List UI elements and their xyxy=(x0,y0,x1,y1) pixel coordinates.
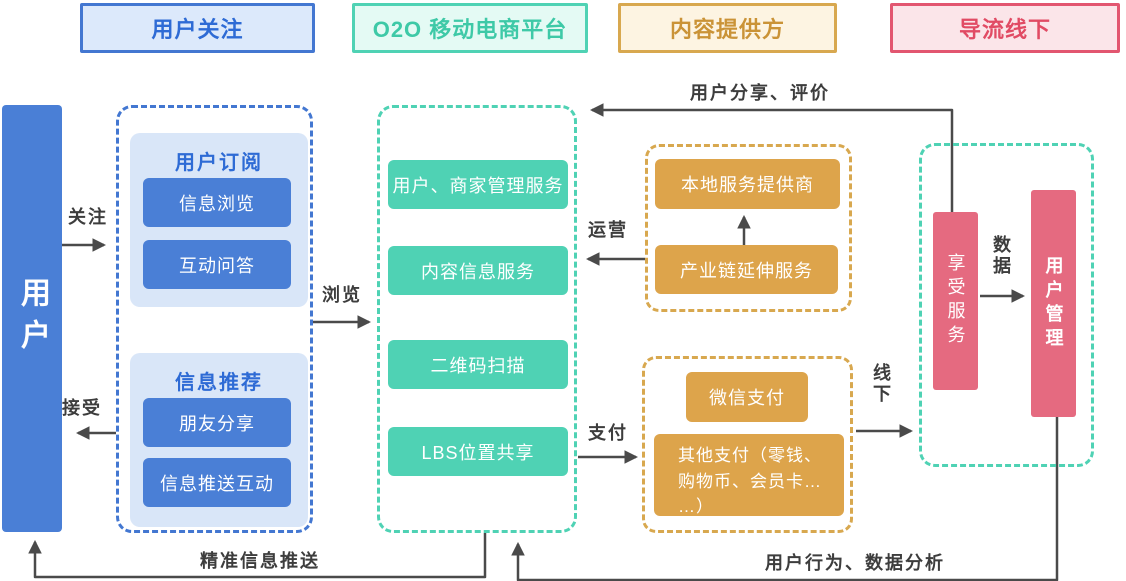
header-offline: 导流线下 xyxy=(890,3,1120,53)
zone-payment xyxy=(642,356,853,533)
offline-user-management: 用户管理 xyxy=(1031,190,1076,417)
payment-other: 其他支付（零钱、 购物币、会员卡… …） xyxy=(654,434,844,516)
label-offline: 线下 xyxy=(871,363,891,405)
header-content-provider: 内容提供方 xyxy=(618,3,837,53)
zone-user-follow xyxy=(116,105,313,533)
label-follow: 关注 xyxy=(68,207,108,227)
panel-subscribe: 用户订阅 信息浏览 互动问答 xyxy=(130,133,308,307)
subscribe-item-browse-info: 信息浏览 xyxy=(143,178,291,227)
offline-enjoy-service: 享受服务 xyxy=(933,212,978,390)
zone-platform xyxy=(377,105,577,533)
label-push: 精准信息推送 xyxy=(200,551,320,571)
header-user-follow: 用户关注 xyxy=(80,3,315,53)
label-data: 数据 xyxy=(991,235,1011,277)
provider-local-service: 本地服务提供商 xyxy=(655,159,840,209)
zone-content-provider xyxy=(645,144,852,312)
service-lbs-share: LBS位置共享 xyxy=(388,427,568,476)
panel-subscribe-title: 用户订阅 xyxy=(175,152,263,174)
service-qrcode-scan: 二维码扫描 xyxy=(388,340,568,389)
service-content-info: 内容信息服务 xyxy=(388,246,568,295)
user-box: 用户 xyxy=(2,105,62,532)
label-analysis: 用户行为、数据分析 xyxy=(765,553,945,573)
recommend-item-push: 信息推送互动 xyxy=(143,458,291,507)
provider-industry-chain: 产业链延伸服务 xyxy=(655,245,838,294)
label-pay: 支付 xyxy=(588,423,628,443)
header-platform: O2O 移动电商平台 xyxy=(352,3,588,53)
recommend-item-friend-share: 朋友分享 xyxy=(143,398,291,447)
payment-wechat: 微信支付 xyxy=(686,372,808,422)
panel-recommend-title: 信息推荐 xyxy=(175,372,263,394)
label-browse: 浏览 xyxy=(322,285,362,305)
label-share: 用户分享、评价 xyxy=(690,83,830,103)
zone-offline xyxy=(919,143,1094,467)
label-accept: 接受 xyxy=(62,398,102,418)
subscribe-item-qa: 互动问答 xyxy=(143,240,291,289)
service-user-merchant-mgmt: 用户、商家管理服务 xyxy=(388,160,568,209)
label-operate: 运营 xyxy=(588,220,628,240)
panel-recommend: 信息推荐 朋友分享 信息推送互动 xyxy=(130,353,308,527)
